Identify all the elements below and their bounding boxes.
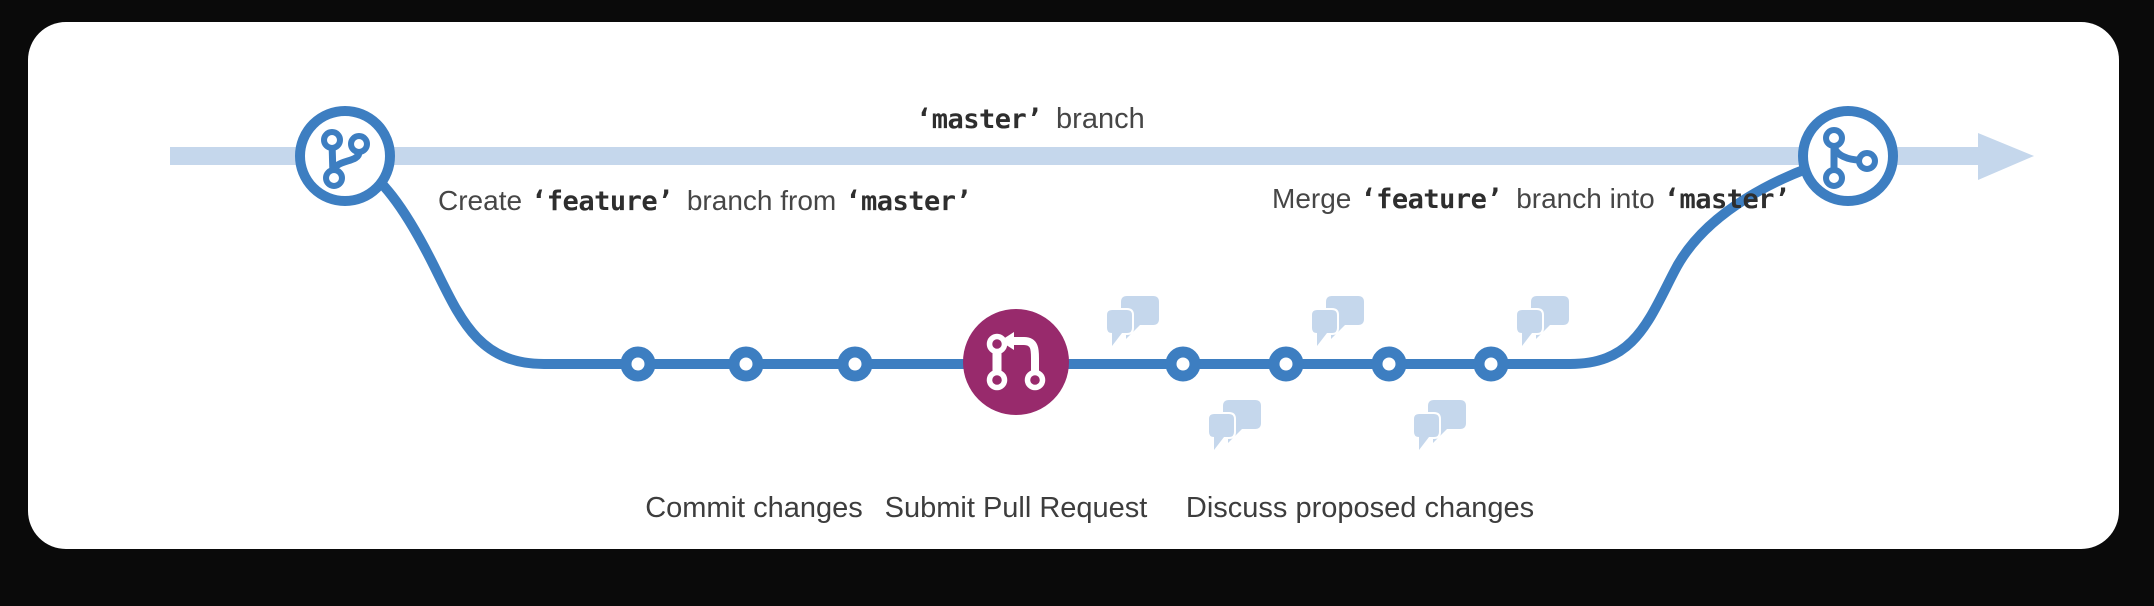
master-branch-arrow <box>170 133 2034 180</box>
discussion-bubbles-icon <box>1105 294 1161 348</box>
master-label-text: branch <box>1056 103 1145 135</box>
diagram-card: ‘master’ branch Create ‘feature’ branch … <box>28 22 2119 549</box>
page-background: { "master_branch": { "code": "‘master’",… <box>28 22 2119 549</box>
master-code-text: ‘master’ <box>916 104 1043 135</box>
commit-node <box>1371 346 1407 382</box>
discussion-bubbles-icon <box>1207 398 1263 452</box>
discussion-bubbles-icon <box>1310 294 1366 348</box>
merge-pre-text: Merge <box>1272 183 1352 214</box>
master-code-text: ‘master’ <box>845 186 972 217</box>
commit-node <box>728 346 764 382</box>
git-merge-icon <box>1798 106 1898 206</box>
github-flow-diagram <box>170 106 2034 452</box>
master-branch-label: ‘master’ branch <box>916 103 1145 136</box>
commit-node <box>837 346 873 382</box>
merge-mid-text: branch into <box>1516 183 1655 214</box>
commit-node <box>1268 346 1304 382</box>
commit-node <box>620 346 656 382</box>
master-code-text: ‘master’ <box>1663 184 1791 215</box>
commit-node <box>1165 346 1201 382</box>
commit-nodes <box>620 346 1509 382</box>
discussion-bubbles-icon <box>1515 294 1571 348</box>
git-branch-icon <box>295 106 395 206</box>
feature-code-text: ‘feature’ <box>531 186 673 217</box>
merge-branch-label: Merge ‘feature’ branch into ‘master’ <box>1272 183 1795 215</box>
feature-branch-line <box>340 151 1851 369</box>
create-pre-text: Create <box>438 185 523 216</box>
create-mid-text: branch from <box>686 185 837 216</box>
create-branch-label: Create ‘feature’ branch from ‘master’ <box>438 185 976 217</box>
pull-request-icon <box>963 309 1069 415</box>
commit-node <box>1473 346 1509 382</box>
feature-code-text: ‘feature’ <box>1360 184 1503 215</box>
commit-changes-label: Commit changes <box>645 492 863 524</box>
discussion-bubbles-icon <box>1412 398 1468 452</box>
discuss-changes-label: Discuss proposed changes <box>1185 492 1535 524</box>
submit-pull-request-label: Submit Pull Request <box>884 492 1148 524</box>
